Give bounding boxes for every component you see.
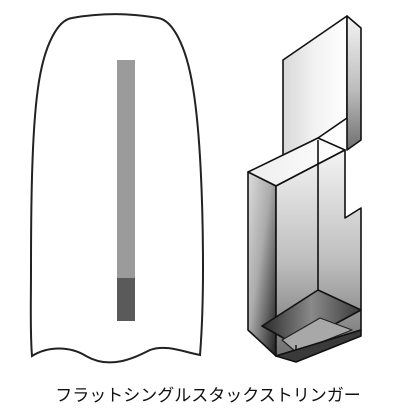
back-slab-side	[346, 15, 362, 151]
block-base	[275, 329, 362, 363]
bodyboard-outline	[29, 13, 205, 364]
stringer-light-section	[117, 60, 135, 278]
block-bottom-inner	[281, 317, 353, 353]
caption: フラットシングルスタックストリンガー	[55, 386, 361, 406]
stringer-cross-section-icon	[247, 15, 362, 363]
stringer-dark-section	[117, 278, 135, 321]
bodyboard-outline-icon	[29, 13, 205, 364]
back-slab-face	[282, 15, 348, 159]
